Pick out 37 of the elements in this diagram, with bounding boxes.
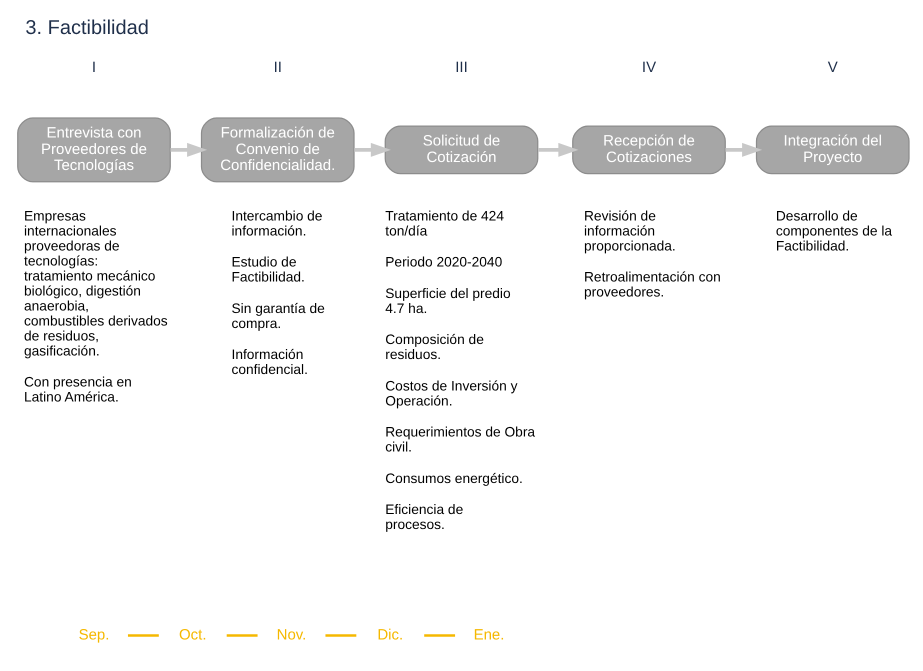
diagram-title: 3. Factibilidad (25, 17, 149, 39)
label: Dic. (377, 626, 404, 644)
node-label: Estudio de Factibilidad. (232, 254, 305, 284)
node-label: III (455, 58, 468, 76)
arrow (538, 142, 578, 157)
node-label: Composición de residuos. (385, 332, 484, 362)
node-label: Superficie del predio 4.7 ha. (385, 286, 511, 316)
label: Ene. (474, 626, 504, 644)
node-label: Revisión de información proporcionada. (584, 208, 676, 254)
node-label: II (274, 58, 282, 76)
node-label: Consumos energético. (385, 470, 523, 486)
node-label: Con presencia en Latino América. (24, 374, 132, 404)
label: Nov. (276, 626, 306, 644)
node-label: Costos de Inversión y Operación. (385, 378, 518, 408)
node-label: Intercambio de información. (232, 208, 322, 238)
node-box: Recepción de Cotizaciones (572, 126, 726, 174)
node-label: Periodo 2020-2040 (385, 254, 502, 270)
label: Oct. (178, 626, 207, 644)
node-label: Desarrollo de componentes de la Factibilidad. (776, 208, 892, 254)
arrow (354, 142, 391, 157)
arrow (725, 142, 762, 157)
node-box: Solicitud de Cotización (384, 126, 538, 174)
label: Sep. (78, 626, 110, 644)
node-label: Empresas internacionales proveedoras de tecnologías: tratamiento mecánico biológico, digestión anaerobia, combustibles derivados de residuos, gasificación. (24, 208, 168, 358)
arrow (170, 142, 208, 157)
node-label: Requerimientos de Obra civil. (385, 424, 536, 454)
node-label: Tratamiento de 424 ton/día (385, 208, 504, 238)
node-label: Sin garantía de compra. (232, 300, 325, 331)
node-label: Retroalimentación con proveedores. (584, 270, 721, 300)
node-box: Formalización de Convenio de Confidencialidad. (200, 117, 355, 182)
node-box: Integración del Proyecto (756, 126, 910, 174)
node-label: I (92, 58, 96, 76)
node-box: Entrevista con Proveedores de Tecnologías (17, 117, 171, 182)
node-label: V (828, 58, 838, 76)
node-label: Eficiencia de procesos. (385, 502, 464, 532)
node-label: IV (642, 58, 656, 76)
node-label: Información confidencial. (232, 347, 308, 377)
